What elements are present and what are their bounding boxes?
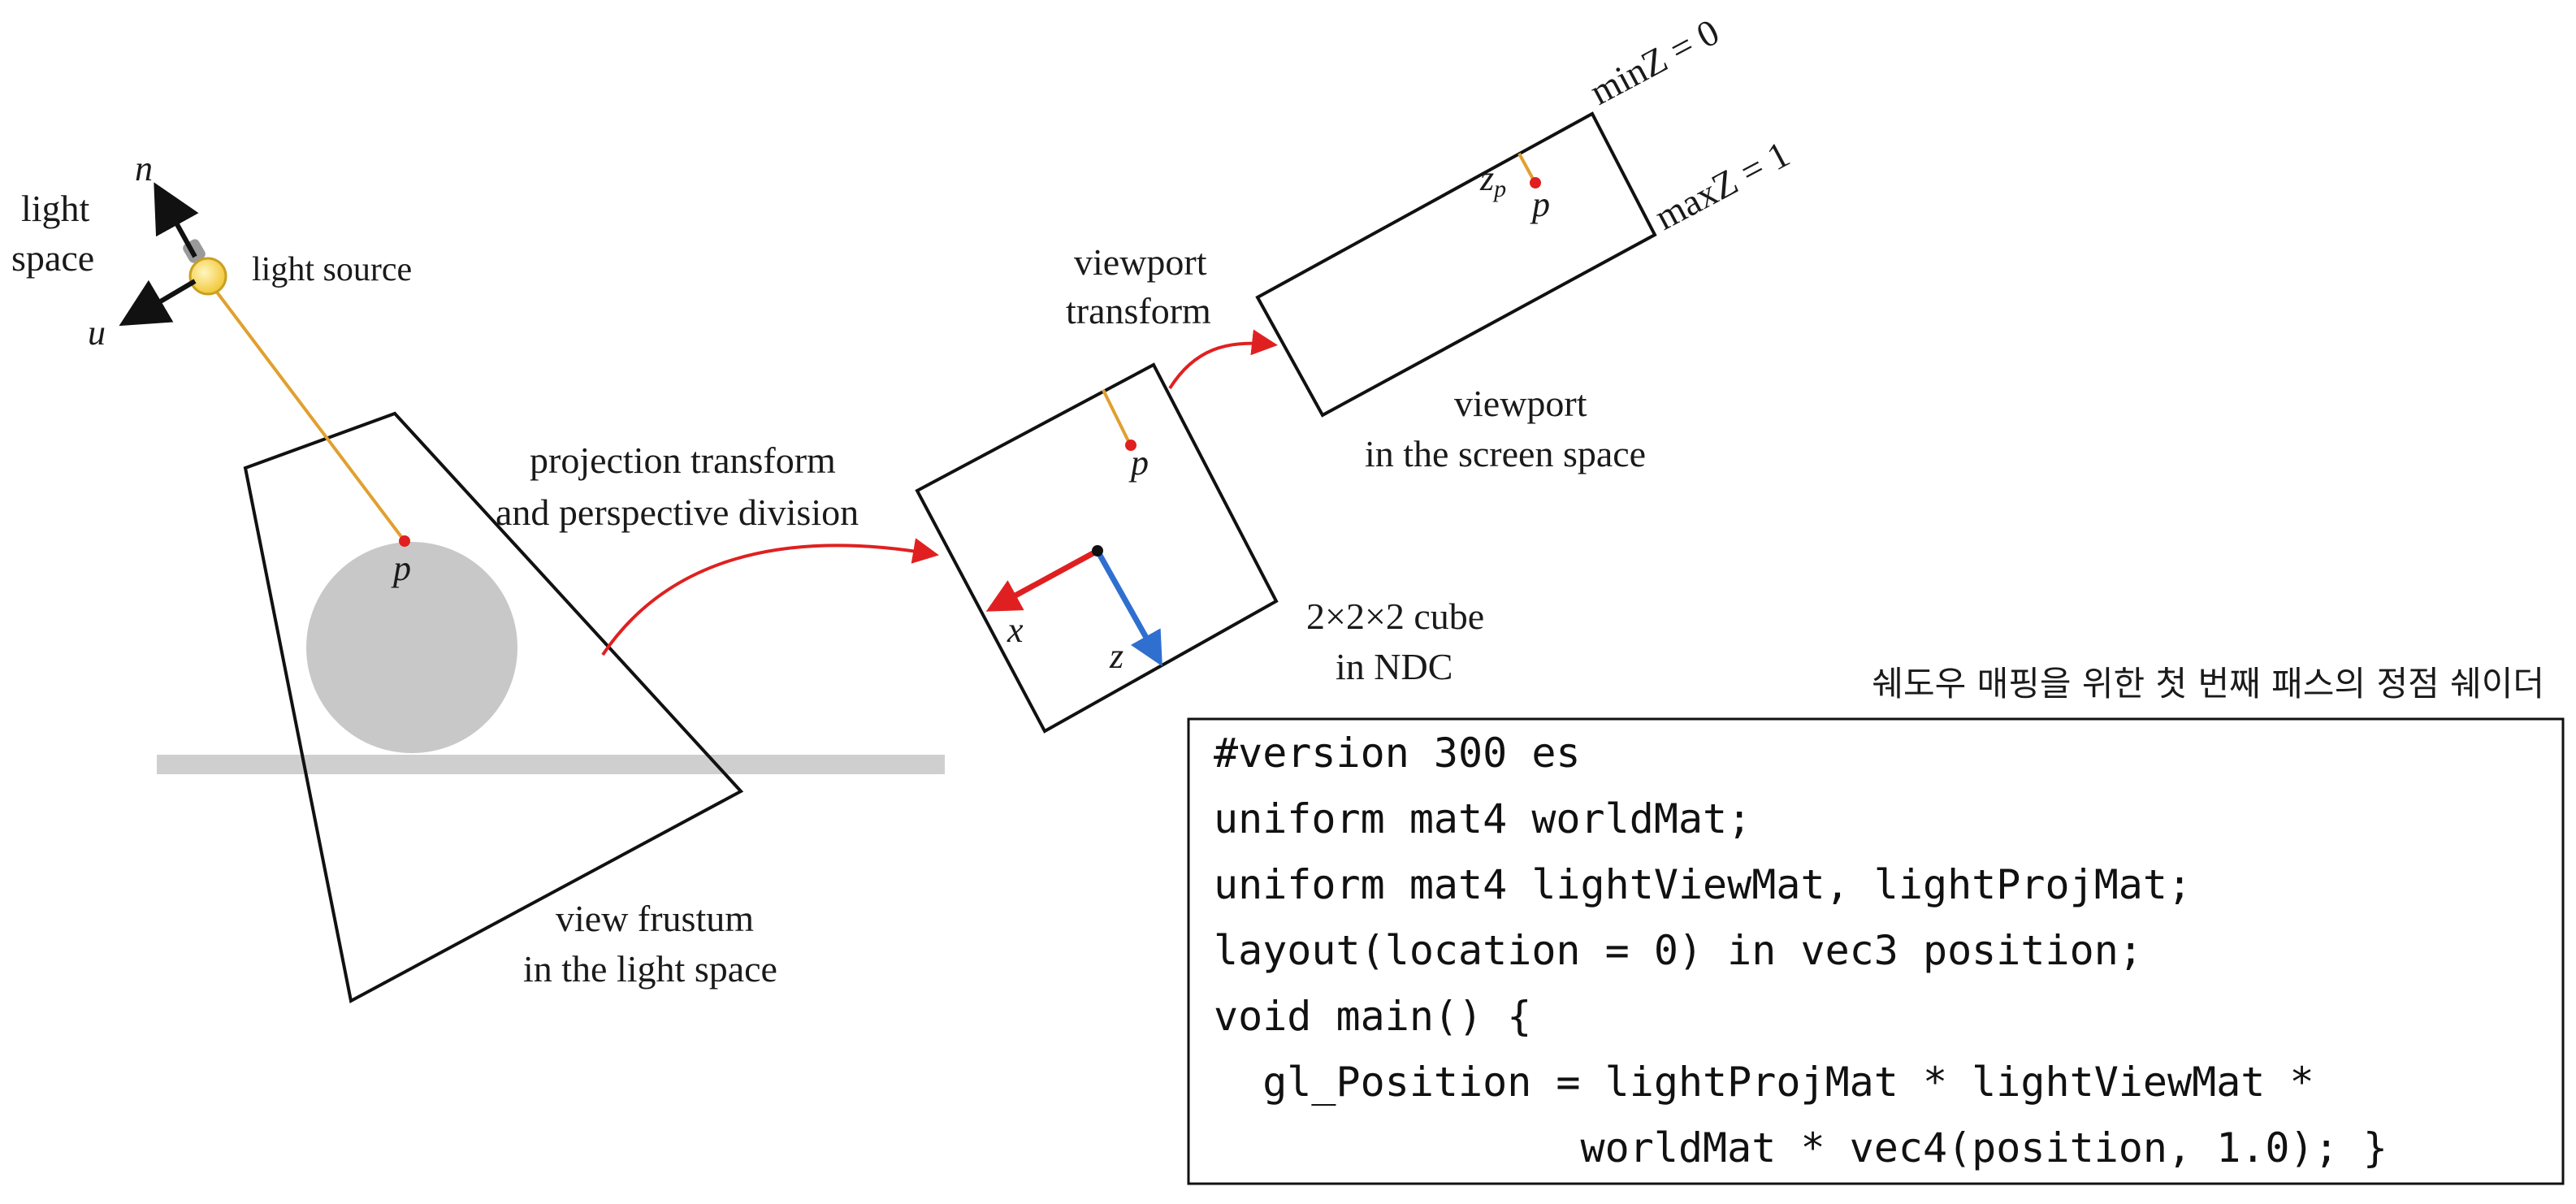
cube-depth-line <box>1102 389 1131 444</box>
ground-plane <box>157 755 945 774</box>
point-p-viewport <box>1530 177 1541 188</box>
view-frustum-label-1: view frustum <box>556 898 754 939</box>
ndc-cube <box>915 362 1279 734</box>
code-caption: 쉐도우 매핑을 위한 첫 번째 패스의 정점 쉐이더 <box>1872 664 2544 704</box>
axis-x-label: x <box>1007 610 1024 650</box>
viewport-label-2: in the screen space <box>1365 433 1646 474</box>
code-block: #version 300 es uniform mat4 worldMat; u… <box>1214 730 2388 1172</box>
axis-z-arrow <box>1094 549 1162 667</box>
p-label-frustum: p <box>391 548 411 588</box>
z-p-main: z <box>1479 158 1494 198</box>
axis-x-arrow <box>985 548 1099 612</box>
axis-n-arrow <box>154 182 199 258</box>
code-line: gl_Position = lightProjMat * lightViewMa… <box>1214 1059 2314 1106</box>
ndc-origin <box>1092 545 1103 557</box>
axis-z-label: z <box>1109 636 1123 676</box>
projection-label-2: and perspective division <box>496 492 859 533</box>
code-line: void main() { <box>1214 993 1531 1040</box>
viewport-rect <box>1255 111 1657 418</box>
code-line: #version 300 es <box>1214 730 1581 777</box>
viewport-depth-line <box>1517 153 1535 181</box>
viewport-label-1: viewport <box>1454 383 1587 424</box>
code-line: layout(location = 0) in vec3 position; <box>1214 927 2143 974</box>
min-z-label: minZ = 0 <box>1583 11 1725 113</box>
projection-arrow <box>601 538 939 656</box>
z-p-subscript: p <box>1492 175 1506 202</box>
axis-n-label: n <box>135 149 153 188</box>
point-p-cube <box>1125 440 1136 451</box>
sphere <box>306 542 517 753</box>
viewport-transform-label-2: transform <box>1066 290 1211 331</box>
light-space-label-2: space <box>11 237 94 279</box>
viewport-transform-arrow <box>1168 329 1278 390</box>
light-ray <box>206 279 406 543</box>
axis-u-label: u <box>88 313 106 353</box>
code-box <box>1187 717 2565 1185</box>
p-label-viewport: p <box>1530 184 1550 224</box>
point-p-frustum <box>399 535 410 547</box>
light-source-label: light source <box>252 251 412 288</box>
code-line: uniform mat4 lightViewMat, lightProjMat; <box>1214 861 2192 908</box>
light-space-label-1: light <box>21 188 90 229</box>
view-frustum <box>243 411 744 1004</box>
viewport-transform-label-1: viewport <box>1074 241 1207 283</box>
code-line: worldMat * vec4(position, 1.0); } <box>1214 1124 2388 1172</box>
code-line: uniform mat4 worldMat; <box>1214 795 1751 842</box>
z-p-label: zp <box>1479 158 1506 202</box>
cube-label-2: in NDC <box>1336 646 1453 687</box>
projection-label-1: projection transform <box>530 440 836 481</box>
axis-u-arrow <box>119 279 197 327</box>
view-frustum-label-2: in the light space <box>523 948 777 990</box>
cube-label-1: 2×2×2 cube <box>1306 596 1484 637</box>
p-label-cube: p <box>1128 443 1149 483</box>
max-z-label: maxZ = 1 <box>1648 133 1796 238</box>
